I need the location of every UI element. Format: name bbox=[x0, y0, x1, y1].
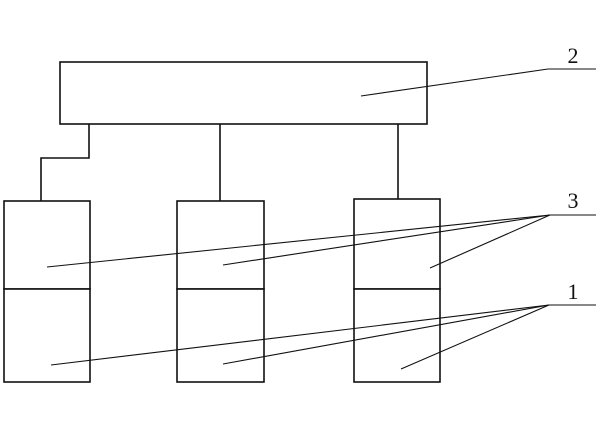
leader-line bbox=[400, 304, 550, 370]
module-column-right bbox=[353, 198, 441, 383]
leader-group-2 bbox=[360, 68, 596, 97]
leader-line bbox=[360, 68, 549, 97]
module-column-left bbox=[3, 200, 91, 383]
upper-module-middle bbox=[176, 200, 265, 290]
label-top-unit: 2 bbox=[568, 43, 579, 68]
leader-group-1 bbox=[50, 304, 596, 370]
leader-line bbox=[50, 304, 550, 366]
leader-line bbox=[46, 214, 551, 268]
lower-module-left bbox=[3, 288, 91, 383]
connector-left bbox=[40, 124, 90, 201]
upper-module-left bbox=[3, 200, 91, 290]
lower-module-right bbox=[353, 288, 441, 383]
leader-line bbox=[222, 214, 551, 266]
upper-module-right bbox=[353, 198, 441, 290]
lower-module-middle bbox=[176, 288, 265, 383]
label-lower-modules: 1 bbox=[568, 279, 579, 304]
leader-line bbox=[222, 304, 550, 365]
top-unit-box bbox=[59, 61, 428, 125]
label-upper-modules: 3 bbox=[568, 188, 579, 213]
leader-line bbox=[429, 214, 551, 269]
module-column-middle bbox=[176, 200, 265, 383]
leader-group-3 bbox=[46, 214, 596, 269]
